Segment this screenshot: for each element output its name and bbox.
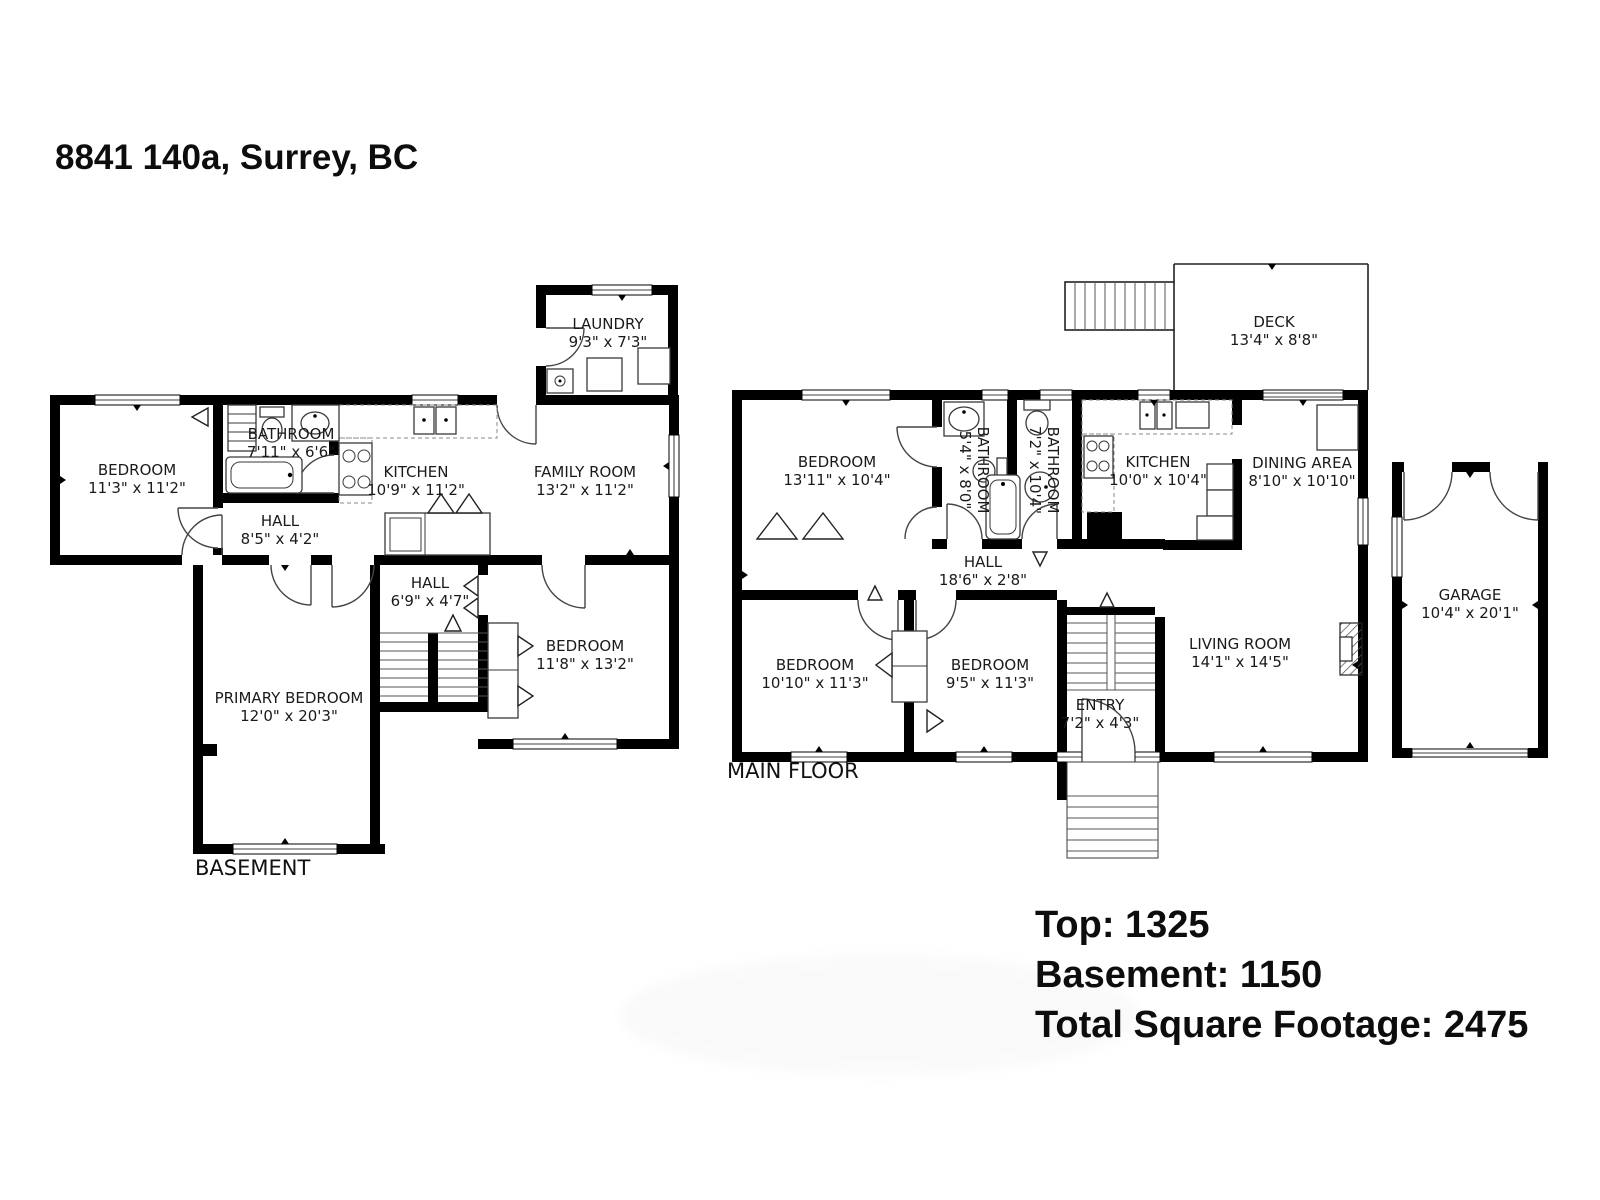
- garage-plan: GARAGE 10'4" x 20'1": [1391, 462, 1548, 758]
- garage-doors: [1403, 471, 1539, 521]
- room-dims: 10'4" x 20'1": [1421, 604, 1519, 622]
- main-ticks: [742, 264, 1358, 752]
- interior-stairs: [1067, 615, 1155, 691]
- stairs-arrow: [443, 613, 463, 632]
- room-dims: 14'1" x 14'5": [1191, 653, 1289, 671]
- split-level-steps: [1196, 463, 1234, 541]
- room-label: DINING AREA: [1252, 454, 1352, 472]
- room-dims: 7'11" x 6'6": [247, 443, 335, 461]
- kitchen-sink-icon: [413, 406, 457, 435]
- garage-walls: [1392, 462, 1548, 758]
- hall-arrows: [866, 551, 1116, 608]
- entry-exterior-stairs: [1066, 761, 1159, 859]
- hall-closet-cluster: [384, 492, 491, 556]
- room-label: FAMILY ROOM: [534, 463, 636, 481]
- main-doors: [857, 426, 1136, 753]
- room-label: ENTRY: [1076, 696, 1125, 714]
- dining-table: [1316, 404, 1359, 451]
- closet-door-arrow: [190, 406, 209, 428]
- page-title: 8841 140a, Surrey, BC: [55, 138, 419, 177]
- room-label: HALL: [411, 574, 450, 592]
- room-dims: 9'5" x 11'3": [946, 674, 1034, 692]
- room-label: BEDROOM: [98, 461, 176, 479]
- room-label: BEDROOM: [546, 637, 624, 655]
- room-dims: 6'9" x 4'7": [391, 592, 470, 610]
- bathroom-closet: [227, 404, 257, 452]
- room-dims: 7'2" x 4'3": [1061, 714, 1140, 732]
- room-dims: 9'3" x 7'3": [569, 333, 648, 351]
- room-dims: 18'6" x 2'8": [939, 571, 1027, 589]
- room-label: KITCHEN: [384, 463, 449, 481]
- laundry-appliances: [546, 347, 671, 394]
- main-walls: [732, 390, 1368, 800]
- room-dims: 13'11" x 10'4": [783, 471, 890, 489]
- room-label: BATHROOM: [1044, 427, 1062, 514]
- basement-walls: [50, 285, 679, 854]
- room-dims: 8'10" x 10'10": [1248, 472, 1355, 490]
- stove-icon: [338, 442, 373, 496]
- room-dims: 10'9" x 11'2": [367, 481, 465, 499]
- room-label: LIVING ROOM: [1189, 635, 1291, 653]
- room-dims: 11'8" x 13'2": [536, 655, 634, 673]
- watermark-smudge: [620, 955, 1140, 1075]
- bedroom1-closet: [755, 511, 845, 540]
- room-label: BATHROOM: [974, 427, 992, 514]
- basement-windows: [94, 284, 680, 855]
- main-floor-plan: DECK 13'4" x 8'8" BEDROOM 13'11" x 10'4"…: [727, 263, 1369, 859]
- main-floor-label: MAIN FLOOR: [727, 759, 859, 783]
- bathtub-icon: [225, 456, 303, 494]
- room-dims: 10'10" x 11'3": [761, 674, 868, 692]
- basement-floor-label: BASEMENT: [195, 856, 310, 880]
- summary-top: Top: 1325: [1035, 904, 1210, 946]
- garage-door-bottom: [1411, 748, 1529, 758]
- bathroom2-fixtures: [1023, 399, 1056, 503]
- room-label: BEDROOM: [798, 453, 876, 471]
- square-footage-summary: Top: 1325 Basement: 1150 Total Square Fo…: [1035, 900, 1528, 1050]
- room-dims: 10'0" x 10'4": [1109, 471, 1207, 489]
- room-label: HALL: [261, 512, 300, 530]
- main-kitchen: [1081, 399, 1233, 513]
- bathroom-sink-icon: [291, 404, 340, 442]
- fireplace: [1339, 622, 1363, 676]
- room-dims: 12'0" x 20'3": [240, 707, 338, 725]
- garage-ticks: [1402, 472, 1538, 748]
- room-label: BEDROOM: [951, 656, 1029, 674]
- room-label: PRIMARY BEDROOM: [215, 689, 364, 707]
- room-dims: 5'4" x 8'0": [956, 431, 974, 510]
- deck-stairs: [1064, 281, 1175, 331]
- bedroom2-closet: [462, 574, 535, 719]
- room-label: BEDROOM: [776, 656, 854, 674]
- basement-ticks: [60, 295, 669, 844]
- room-label: DECK: [1253, 313, 1296, 331]
- deck-outline: [1064, 263, 1369, 390]
- bedroom34-closet: [874, 630, 945, 734]
- summary-total: Total Square Footage: 2475: [1035, 1004, 1529, 1046]
- basement-plan: LAUNDRY 9'3" x 7'3" BEDROOM 11'3" x 11'2…: [50, 284, 680, 880]
- basement-stairs: [380, 613, 488, 697]
- basement-doors: [177, 327, 586, 609]
- room-label: GARAGE: [1439, 586, 1502, 604]
- room-label: KITCHEN: [1126, 453, 1191, 471]
- toilet-icon: [259, 406, 285, 443]
- main-windows: [790, 389, 1369, 763]
- summary-basement: Basement: 1150: [1035, 954, 1323, 996]
- room-dims: 11'3" x 11'2": [88, 479, 186, 497]
- bathtub-icon: [985, 474, 1021, 540]
- room-label: BATHROOM: [248, 425, 335, 443]
- room-dims: 8'5" x 4'2": [241, 530, 320, 548]
- room-label: LAUNDRY: [572, 315, 644, 333]
- room-dims: 7'2" x 10'4": [1026, 426, 1044, 514]
- room-dims: 13'2" x 11'2": [536, 481, 634, 499]
- room-dims: 13'4" x 8'8": [1230, 331, 1318, 349]
- room-label: HALL: [964, 553, 1003, 571]
